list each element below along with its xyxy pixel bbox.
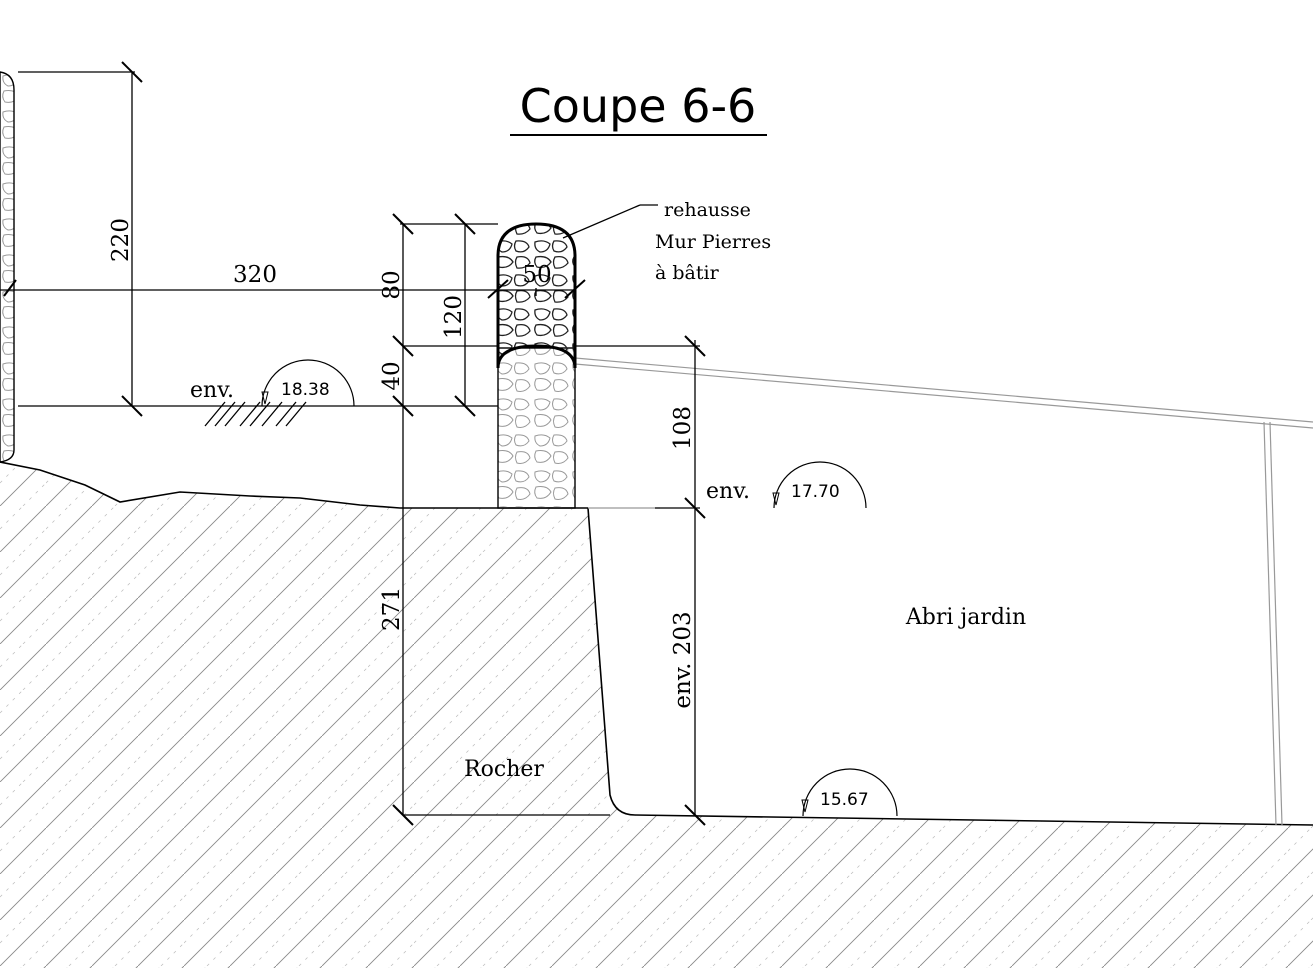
dim-320: 320 bbox=[233, 262, 277, 288]
elevation-value-3: 15.67 bbox=[820, 790, 869, 810]
elevation-value-2: 17.70 bbox=[791, 482, 840, 502]
dim-271: 271 bbox=[379, 587, 405, 631]
dim-50: 50 bbox=[522, 262, 551, 288]
existing-stone-wall bbox=[497, 347, 576, 509]
elevation-marker-18-38: env. 18.38 bbox=[190, 359, 355, 407]
note-line-2: Mur Pierres bbox=[655, 231, 771, 253]
garden-shed-outline bbox=[574, 357, 1313, 826]
dim-80: 80 bbox=[379, 270, 405, 299]
dimension-lines bbox=[0, 71, 700, 816]
label-rocher: Rocher bbox=[464, 757, 544, 782]
elevation-prefix-1: env. bbox=[190, 378, 234, 403]
elevation-prefix-2: env. bbox=[706, 479, 750, 504]
dim-108: 108 bbox=[670, 406, 696, 450]
dim-220: 220 bbox=[108, 218, 134, 262]
drawing-title: Coupe 6-6 bbox=[520, 79, 757, 133]
ground-hatch bbox=[0, 461, 1313, 968]
note-line-1: rehausse bbox=[664, 199, 751, 221]
elevation-marker-17-70: env. 17.70 bbox=[706, 461, 867, 509]
elevation-value-1: 18.38 bbox=[281, 380, 330, 400]
dim-40: 40 bbox=[379, 361, 405, 390]
dim-120: 120 bbox=[441, 295, 467, 339]
left-wall bbox=[0, 71, 15, 463]
dim-env-203: env. 203 bbox=[670, 611, 696, 708]
label-abri-jardin: Abri jardin bbox=[905, 605, 1026, 630]
dimension-ticks bbox=[3, 61, 706, 826]
note-line-3: à bâtir bbox=[655, 262, 720, 284]
elevation-marker-15-67: 15.67 bbox=[801, 768, 898, 817]
